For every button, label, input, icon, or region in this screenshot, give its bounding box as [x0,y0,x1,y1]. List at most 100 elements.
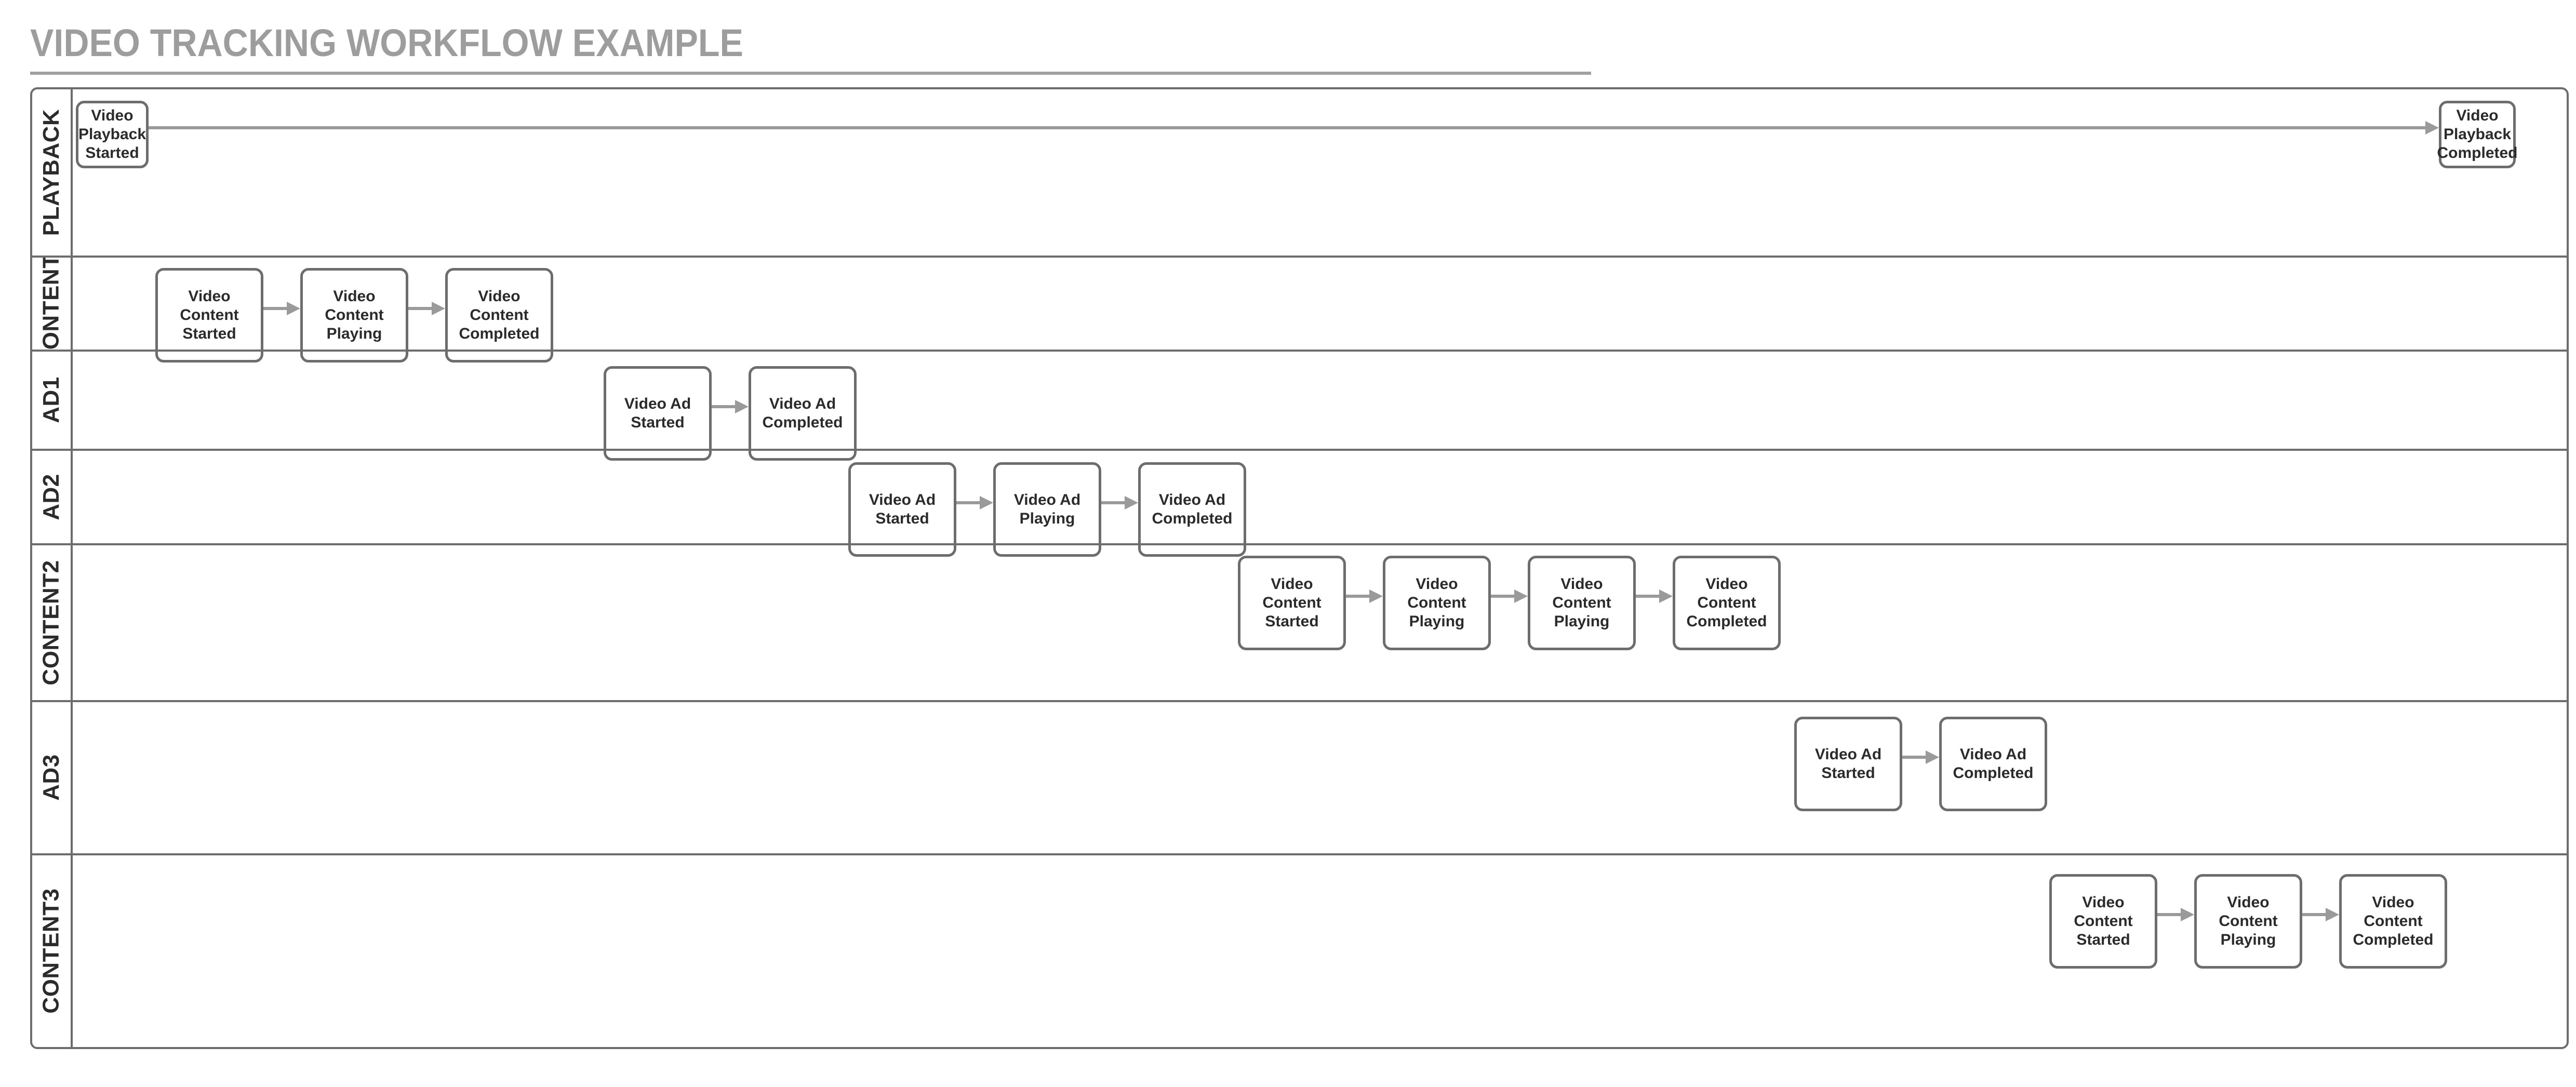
node-c3-completed[interactable]: Video Content Completed [2339,874,2447,969]
connector-line [712,405,736,408]
connector-arrow-ad1-started-to-ad1-completed [712,400,749,413]
node-c1-completed[interactable]: Video Content Completed [445,268,553,363]
connector-arrow-ad2-started-to-ad2-playing [956,495,993,509]
connector-arrow-ad2-playing-to-ad2-completed [1101,495,1138,509]
arrowhead-icon [1514,589,1528,603]
lane-header-label-content1: CONTENT1 [38,258,64,350]
arrowhead-icon [2425,121,2439,135]
arrowhead-icon [2326,908,2339,921]
node-playback-completed[interactable]: Video Playback Completed [2437,101,2518,168]
lane-body-playback: Video Playback Started Video Playback Com… [73,89,2567,256]
connector-line [1902,755,1927,759]
connector-arrow-ad3-started-to-ad3-completed [1902,750,1939,764]
connector-line [1101,501,1126,504]
node-label: Video Content Playing [2219,894,2278,948]
lane-header-content1: CONTENT1 [32,258,73,350]
lane-header-content2: CONTENT2 [32,545,73,700]
node-ad1-completed[interactable]: Video Ad Completed [749,366,857,461]
node-label: Video Content Completed [1686,575,1767,630]
lane-header-ad1: AD1 [32,352,73,449]
swimlane-ad1: AD1 Video Ad Started Video Ad Completed [32,350,2567,461]
lane-header-label-content2: CONTENT2 [38,560,64,686]
node-ad3-completed[interactable]: Video Ad Completed [1939,716,2047,811]
node-label: Video Ad Playing [1013,491,1081,527]
connector-line [1346,594,1370,598]
arrowhead-icon [1125,495,1138,509]
connector-line [956,501,981,504]
node-c2-playing-2[interactable]: Video Content Playing [1528,555,1636,650]
connector-arrow-c1-playing-to-c1-completed [408,302,445,316]
lane-body-content3: Video Content Started Video Content Playi… [73,855,2567,1047]
connector-arrow-c2-playing-1-to-c2-playing-2 [1491,589,1528,603]
connector-line [1491,594,1515,598]
title-block: VIDEO TRACKING WORKFLOW EXAMPLE [30,21,1594,78]
lane-body-content2: Video Content Started Video Content Playi… [73,545,2567,700]
node-label: Video Ad Started [624,395,691,431]
lane-header-playback: PLAYBACK [32,89,73,256]
node-ad1-started[interactable]: Video Ad Started [604,366,712,461]
arrowhead-icon [1659,589,1673,603]
connector-arrow-c3-playing-to-c3-completed [2302,908,2339,921]
lane-body-ad2: Video Ad Started Video Ad Playing Video Ad… [73,451,2567,557]
connector-line [149,126,2426,129]
node-label: Video Content Completed [459,288,540,343]
node-label: Video Content Playing [1407,575,1466,630]
swimlane-ad3: AD3 Video Ad Started Video Ad Completed [32,700,2567,853]
node-ad2-playing[interactable]: Video Ad Playing [993,462,1101,557]
arrowhead-icon [980,495,993,509]
node-c2-completed[interactable]: Video Content Completed [1673,555,1781,650]
connector-line [263,307,288,311]
lane-header-label-ad1: AD1 [38,377,64,424]
title-underline-rule [30,72,1591,75]
node-label: Video Content Started [180,288,239,343]
arrowhead-icon [287,302,300,316]
connector-line [2157,913,2182,916]
lane-header-label-ad2: AD2 [38,474,64,520]
connector-arrow-c1-started-to-c1-playing [263,302,300,316]
node-c3-started[interactable]: Video Content Started [2049,874,2157,969]
connector-line [408,307,433,311]
lane-header-label-ad3: AD3 [38,754,64,801]
node-c2-playing-1[interactable]: Video Content Playing [1383,555,1491,650]
node-label: Video Playback Completed [2437,107,2518,162]
node-ad3-started[interactable]: Video Ad Started [1794,716,1902,811]
arrowhead-icon [2181,908,2194,921]
page-title: VIDEO TRACKING WORKFLOW EXAMPLE [30,21,743,64]
node-c1-playing[interactable]: Video Content Playing [300,268,408,363]
node-label: Video Ad Completed [1953,745,2034,782]
connector-arrow-c3-started-to-c3-playing [2157,908,2194,921]
lane-header-content3: CONTENT3 [32,855,73,1047]
node-label: Video Playback Started [78,107,146,162]
node-playback-started[interactable]: Video Playback Started [76,101,149,168]
arrowhead-icon [1926,750,1939,764]
node-c1-started[interactable]: Video Content Started [155,268,263,363]
connector-line [2302,913,2327,916]
connector-arrow-c2-playing-2-to-c2-completed [1636,589,1673,603]
node-ad2-started[interactable]: Video Ad Started [848,462,956,557]
connector-line [1636,594,1660,598]
connector-arrow-c2-started-to-c2-playing-1 [1346,589,1383,603]
arrowhead-icon [735,400,749,413]
arrowhead-icon [432,302,445,316]
lane-header-label-content3: CONTENT3 [38,888,64,1014]
node-c3-playing[interactable]: Video Content Playing [2194,874,2302,969]
arrowhead-icon [1369,589,1383,603]
node-label: Video Ad Started [1814,745,1882,782]
node-label: Video Ad Started [869,491,936,527]
lane-body-ad1: Video Ad Started Video Ad Completed [73,352,2567,461]
node-label: Video Ad Completed [1152,491,1233,527]
node-ad2-completed[interactable]: Video Ad Completed [1138,462,1246,557]
lane-body-content1: Video Content Started Video Content Playi… [73,258,2567,363]
node-c2-started[interactable]: Video Content Started [1238,555,1346,650]
node-label: Video Content Started [2074,894,2133,948]
node-label: Video Content Completed [2353,894,2434,948]
lane-header-ad3: AD3 [32,702,73,853]
node-label: Video Content Playing [325,288,384,343]
